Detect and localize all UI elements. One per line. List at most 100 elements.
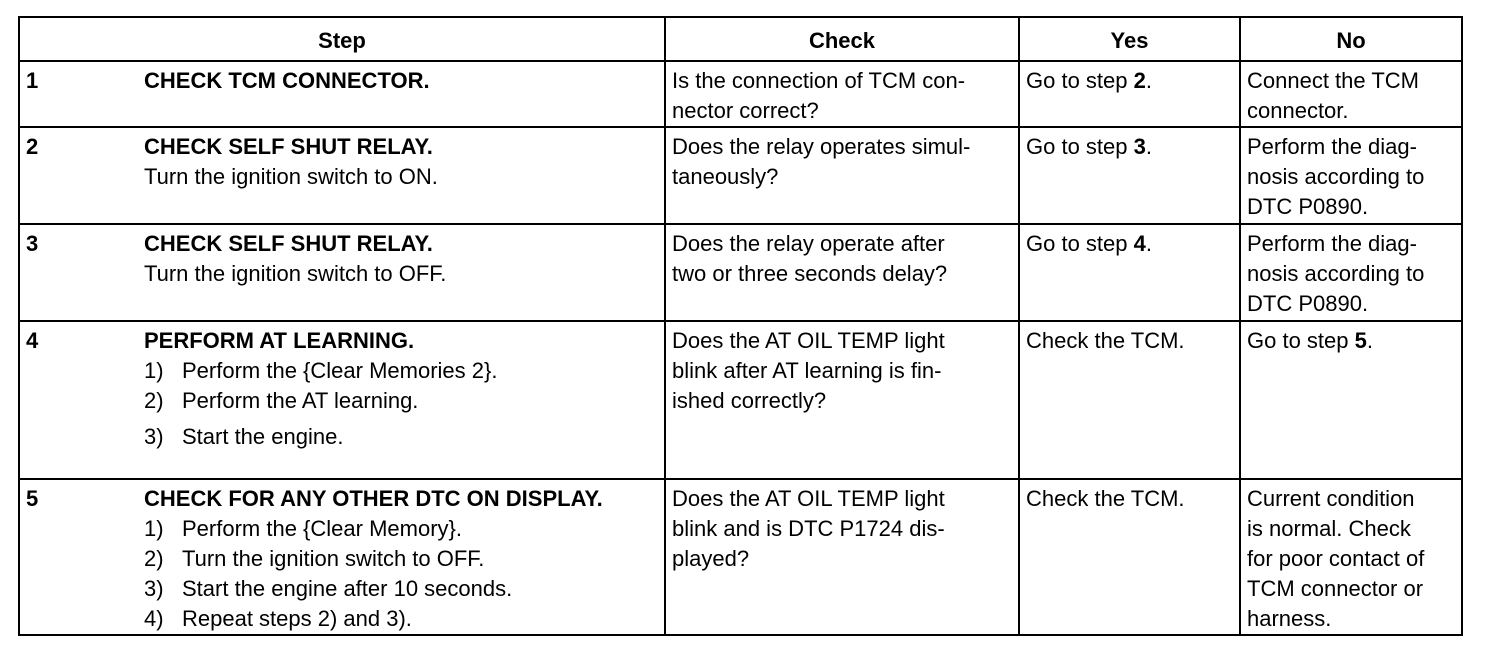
- step-cell: 3 CHECK SELF SHUT RELAY. Turn the igniti…: [18, 223, 666, 322]
- check-cell: Does the relay operates simul- taneously…: [664, 126, 1020, 225]
- sub-step-text: Perform the {Clear Memory}.: [182, 516, 462, 541]
- step-detail: Turn the ignition switch to ON.: [144, 164, 438, 189]
- no-line: harness.: [1247, 606, 1332, 631]
- sub-step-text: Turn the ignition switch to OFF.: [182, 546, 485, 571]
- no-line: is normal. Check: [1247, 516, 1411, 541]
- no-cell: Perform the diag- nosis according to DTC…: [1239, 223, 1463, 322]
- sub-step-text: Start the engine after 10 seconds.: [182, 576, 513, 601]
- yes-text: Check the TCM.: [1026, 486, 1185, 511]
- sub-step-number: 4): [144, 606, 164, 631]
- header-row: Step Check Yes No: [18, 16, 1463, 62]
- check-line: Does the relay operates simul-: [672, 134, 971, 159]
- no-line: Current condition: [1247, 486, 1415, 511]
- check-cell: Does the relay operate after two or thre…: [664, 223, 1020, 322]
- yes-cell: Go to step 2.: [1018, 60, 1241, 128]
- sub-step-text: Perform the AT learning.: [182, 388, 419, 413]
- step-number: 2: [26, 134, 39, 159]
- check-line: Does the AT OIL TEMP light: [672, 486, 945, 511]
- step-number: 5: [26, 486, 39, 511]
- yes-suffix: .: [1145, 231, 1152, 256]
- no-text: Go to step: [1247, 328, 1355, 353]
- no-step-number: 5: [1354, 328, 1367, 353]
- table-row: 5 CHECK FOR ANY OTHER DTC ON DISPLAY. 1)…: [18, 478, 1463, 636]
- check-line: played?: [672, 546, 750, 571]
- no-line: Perform the diag-: [1247, 134, 1417, 159]
- sub-step-text: Repeat steps 2) and 3).: [182, 606, 412, 631]
- no-cell: Current condition is normal. Check for p…: [1239, 478, 1463, 636]
- check-cell: Does the AT OIL TEMP light blink and is …: [664, 478, 1020, 636]
- sub-step: 1) Perform the {Clear Memories 2}.: [144, 356, 658, 386]
- sub-step-number: 2): [144, 388, 164, 413]
- check-line: blink and is DTC P1724 dis-: [672, 516, 945, 541]
- no-suffix: .: [1366, 328, 1373, 353]
- yes-suffix: .: [1145, 68, 1152, 93]
- no-line: nosis according to: [1247, 164, 1425, 189]
- header-no: No: [1239, 16, 1463, 62]
- check-line: nector correct?: [672, 98, 819, 123]
- sub-step: 4) Repeat steps 2) and 3).: [144, 604, 658, 633]
- step-cell: 5 CHECK FOR ANY OTHER DTC ON DISPLAY. 1)…: [18, 478, 666, 636]
- sub-step-number: 2): [144, 546, 164, 571]
- yes-step-number: 3: [1133, 134, 1146, 159]
- yes-text: Check the TCM.: [1026, 328, 1185, 353]
- no-line: connector.: [1247, 98, 1349, 123]
- yes-step-number: 4: [1133, 231, 1146, 256]
- no-line: for poor contact of: [1247, 546, 1425, 571]
- step-detail: Turn the ignition switch to OFF.: [144, 261, 447, 286]
- table-row: 1 CHECK TCM CONNECTOR. Is the connection…: [18, 60, 1463, 128]
- check-line: Does the relay operate after: [672, 231, 945, 256]
- sub-step-number: 3): [144, 576, 164, 601]
- header-check: Check: [664, 16, 1020, 62]
- yes-text: Go to step: [1026, 68, 1134, 93]
- no-cell: Connect the TCM connector.: [1239, 60, 1463, 128]
- yes-cell: Check the TCM.: [1018, 320, 1241, 480]
- no-line: DTC P0890.: [1247, 194, 1369, 219]
- table-row: 3 CHECK SELF SHUT RELAY. Turn the igniti…: [18, 223, 1463, 322]
- step-title: CHECK SELF SHUT RELAY.: [144, 134, 433, 159]
- table-row: 4 PERFORM AT LEARNING. 1) Perform the {C…: [18, 320, 1463, 480]
- no-line: nosis according to: [1247, 261, 1425, 286]
- sub-step-number: 1): [144, 516, 164, 541]
- header-yes: Yes: [1018, 16, 1241, 62]
- check-cell: Does the AT OIL TEMP light blink after A…: [664, 320, 1020, 480]
- yes-cell: Check the TCM.: [1018, 478, 1241, 636]
- sub-step-number: 3): [144, 424, 164, 449]
- yes-step-number: 2: [1133, 68, 1146, 93]
- diagnosis-table: Step Check Yes No 1 CHECK TCM CONNECTOR.…: [18, 16, 1463, 636]
- step-title: CHECK SELF SHUT RELAY.: [144, 231, 433, 256]
- no-line: Connect the TCM: [1247, 68, 1420, 93]
- no-cell: Perform the diag- nosis according to DTC…: [1239, 126, 1463, 225]
- no-line: TCM connector or: [1247, 576, 1424, 601]
- check-line: blink after AT learning is fin-: [672, 358, 942, 383]
- step-number: 4: [26, 328, 39, 353]
- no-line: Perform the diag-: [1247, 231, 1417, 256]
- check-line: Does the AT OIL TEMP light: [672, 328, 945, 353]
- sub-step: 3) Start the engine after 10 seconds.: [144, 574, 658, 604]
- step-number: 1: [26, 68, 39, 93]
- table-row: 2 CHECK SELF SHUT RELAY. Turn the igniti…: [18, 126, 1463, 225]
- yes-text: Go to step: [1026, 134, 1134, 159]
- sub-step-number: 1): [144, 358, 164, 383]
- no-cell: Go to step 5.: [1239, 320, 1463, 480]
- step-number: 3: [26, 231, 39, 256]
- yes-suffix: .: [1145, 134, 1152, 159]
- check-line: Is the connection of TCM con-: [672, 68, 966, 93]
- yes-cell: Go to step 4.: [1018, 223, 1241, 322]
- sub-step: 2) Turn the ignition switch to OFF.: [144, 544, 658, 574]
- header-step: Step: [18, 16, 666, 62]
- check-cell: Is the connection of TCM con- nector cor…: [664, 60, 1020, 128]
- step-title: CHECK TCM CONNECTOR.: [144, 68, 430, 93]
- step-cell: 1 CHECK TCM CONNECTOR.: [18, 60, 666, 128]
- step-title: CHECK FOR ANY OTHER DTC ON DISPLAY.: [144, 486, 603, 511]
- sub-step: 2) Perform the AT learning.: [144, 386, 658, 416]
- check-line: two or three seconds delay?: [672, 261, 948, 286]
- yes-cell: Go to step 3.: [1018, 126, 1241, 225]
- step-title: PERFORM AT LEARNING.: [144, 328, 415, 353]
- sub-step: 1) Perform the {Clear Memory}.: [144, 514, 658, 544]
- sub-step: 3) Start the engine.: [144, 422, 658, 452]
- step-cell: 4 PERFORM AT LEARNING. 1) Perform the {C…: [18, 320, 666, 480]
- check-line: ished correctly?: [672, 388, 827, 413]
- no-line: DTC P0890.: [1247, 291, 1369, 316]
- sub-step-text: Perform the {Clear Memories 2}.: [182, 358, 498, 383]
- step-cell: 2 CHECK SELF SHUT RELAY. Turn the igniti…: [18, 126, 666, 225]
